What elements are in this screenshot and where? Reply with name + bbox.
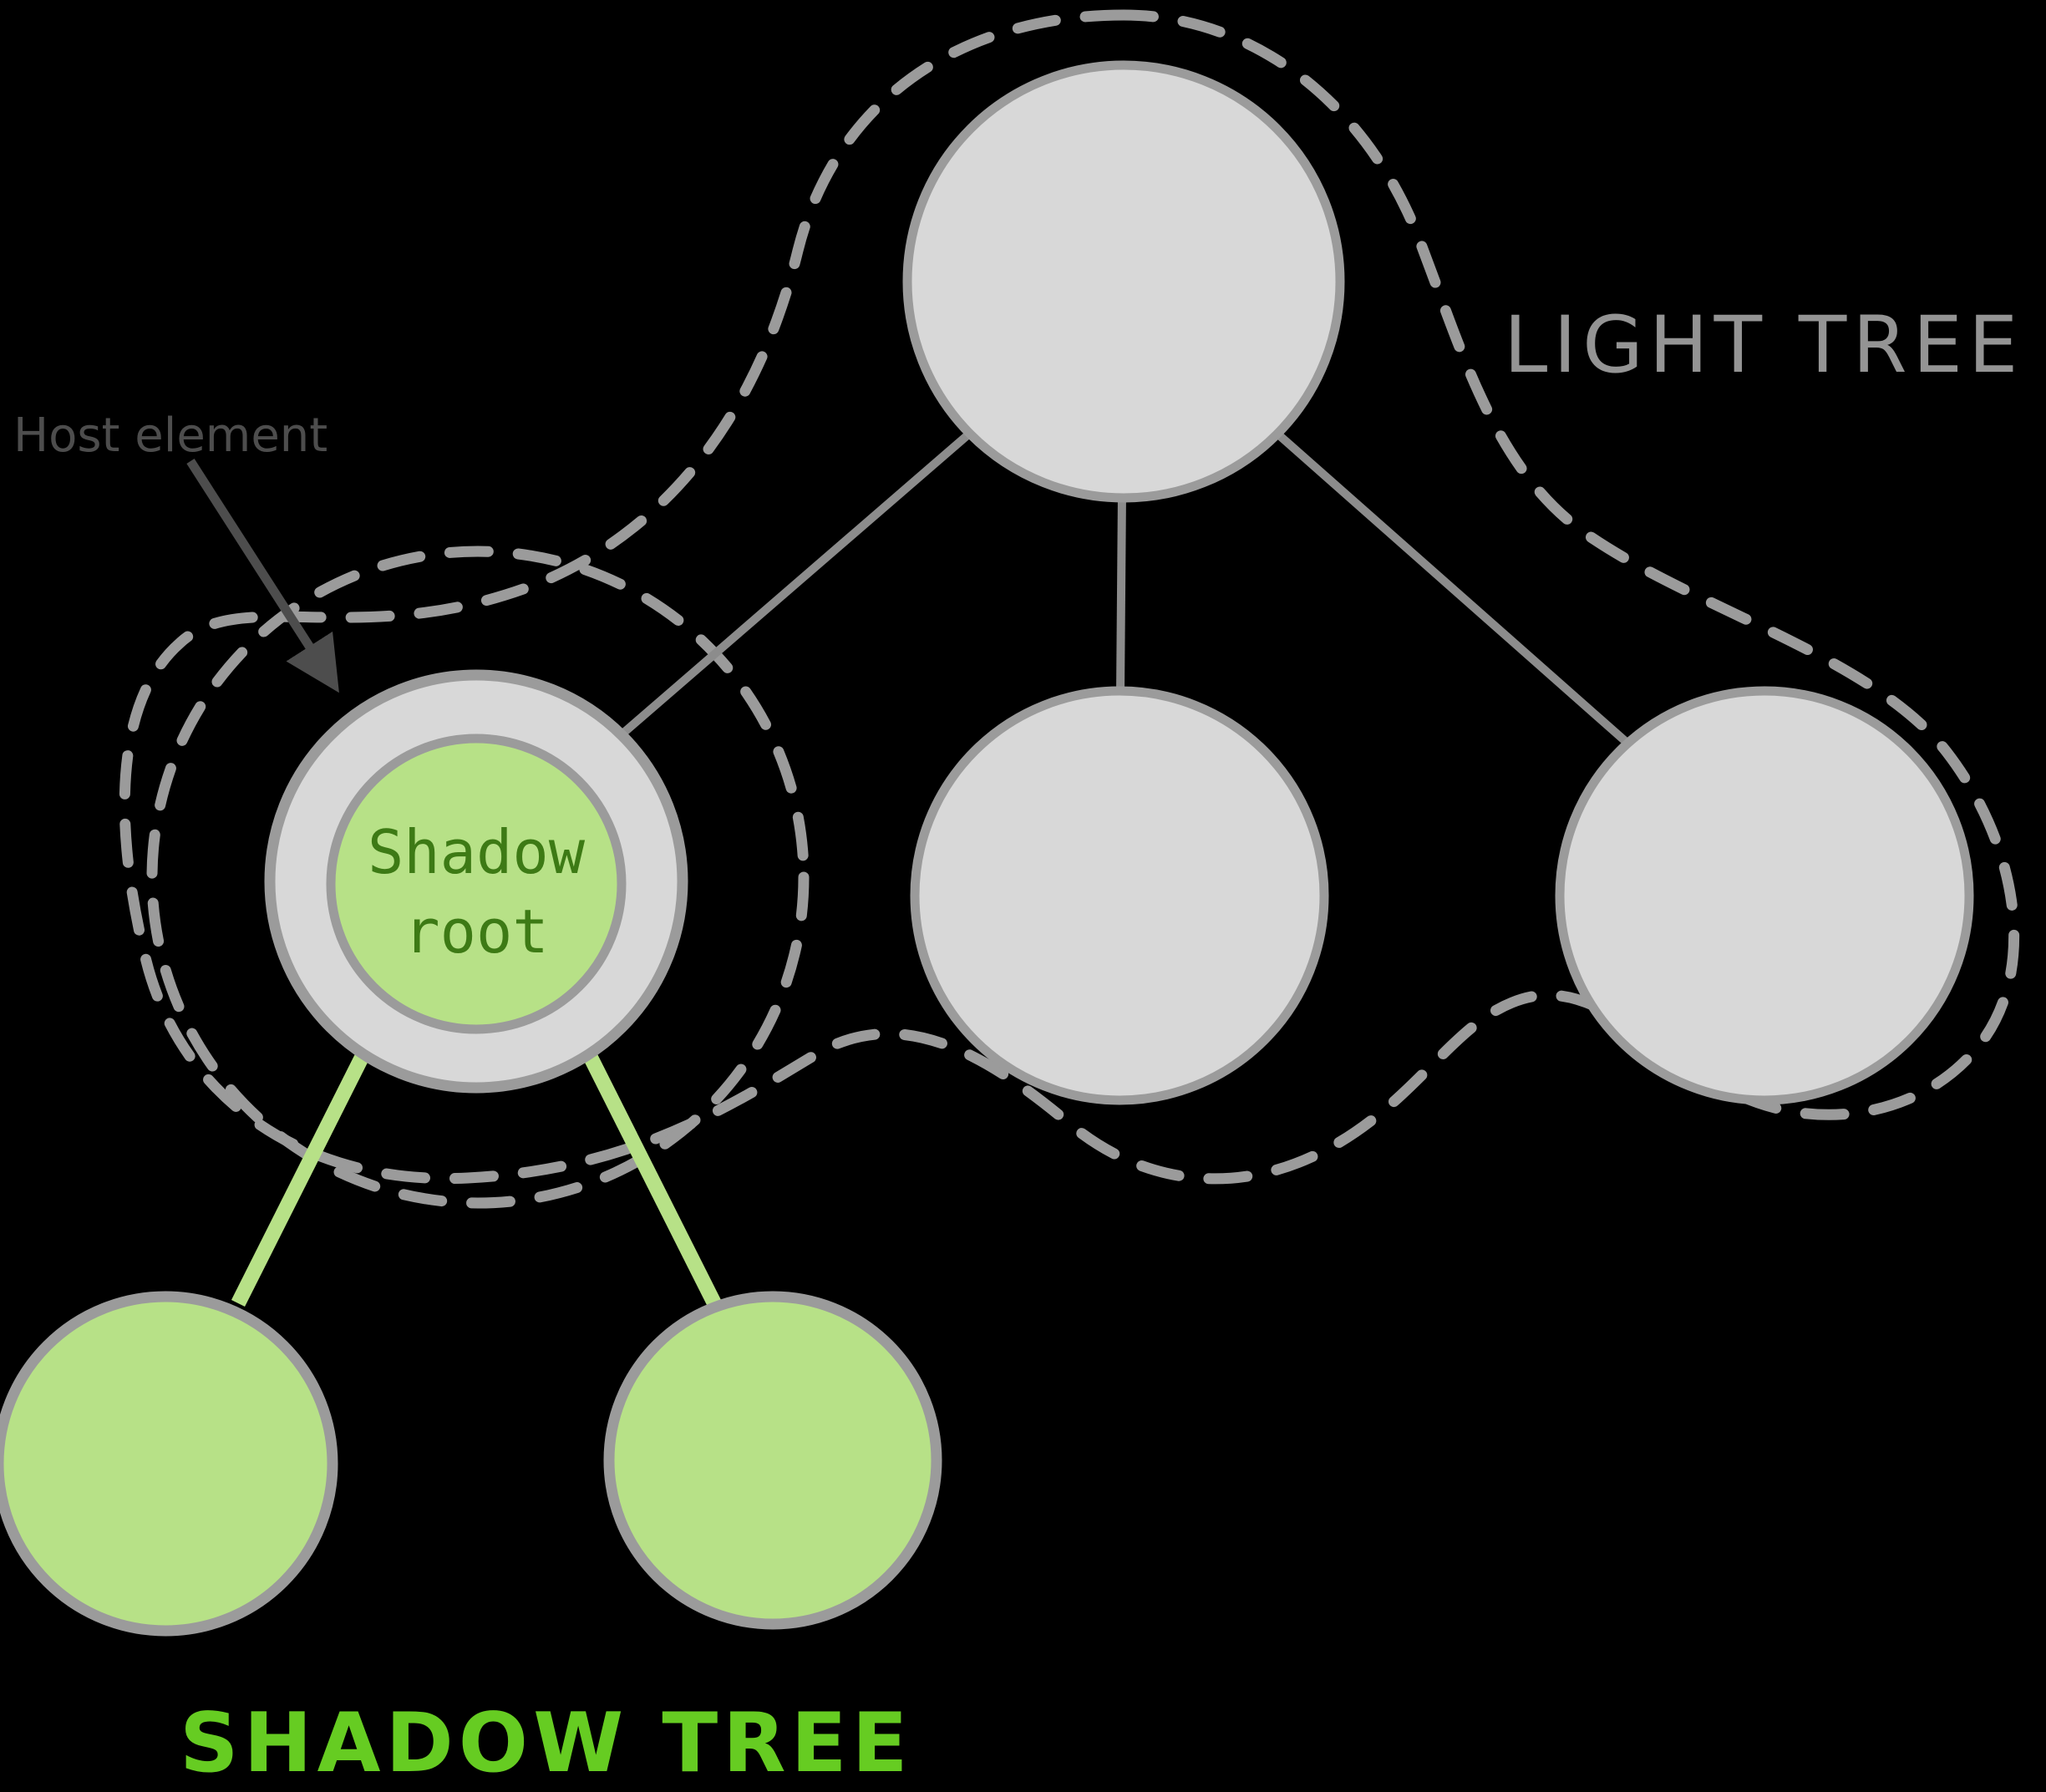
shadow-node-right[interactable] [603, 1291, 942, 1630]
edge-root-to-right [1275, 431, 1641, 755]
edge-root-to-middle [1116, 492, 1126, 694]
host-element-arrow-line [186, 459, 339, 693]
edge-root-to-host [598, 427, 977, 755]
light-tree-nodes [902, 60, 1974, 1105]
shadow-tree-edges [231, 1017, 722, 1307]
host-element-boundary [146, 546, 810, 1209]
light-node-root[interactable] [902, 60, 1345, 503]
shadow-tree-label: SHADOW TREE [180, 1696, 913, 1791]
edge-shadowroot-to-left [231, 1017, 388, 1307]
light-node-middle[interactable] [910, 686, 1329, 1105]
light-tree-label: LIGHT TREE [1504, 300, 2023, 391]
edge-shadowroot-to-right [565, 1017, 722, 1307]
shadow-root-circle[interactable] [326, 734, 627, 1034]
host-element-label: Host element [13, 409, 327, 463]
shadow-tree-nodes [0, 1291, 942, 1637]
shadow-root-label-line1: Shadow [368, 817, 586, 887]
host-element-arrow [186, 459, 339, 693]
shadow-root-label-line2: root [404, 896, 548, 967]
shadow-node-left[interactable] [0, 1291, 338, 1637]
shadow-root-node[interactable] [326, 734, 627, 1034]
light-tree-boundary [119, 9, 2020, 1185]
light-node-right[interactable] [1555, 686, 1974, 1105]
light-tree-edges [598, 427, 1641, 755]
